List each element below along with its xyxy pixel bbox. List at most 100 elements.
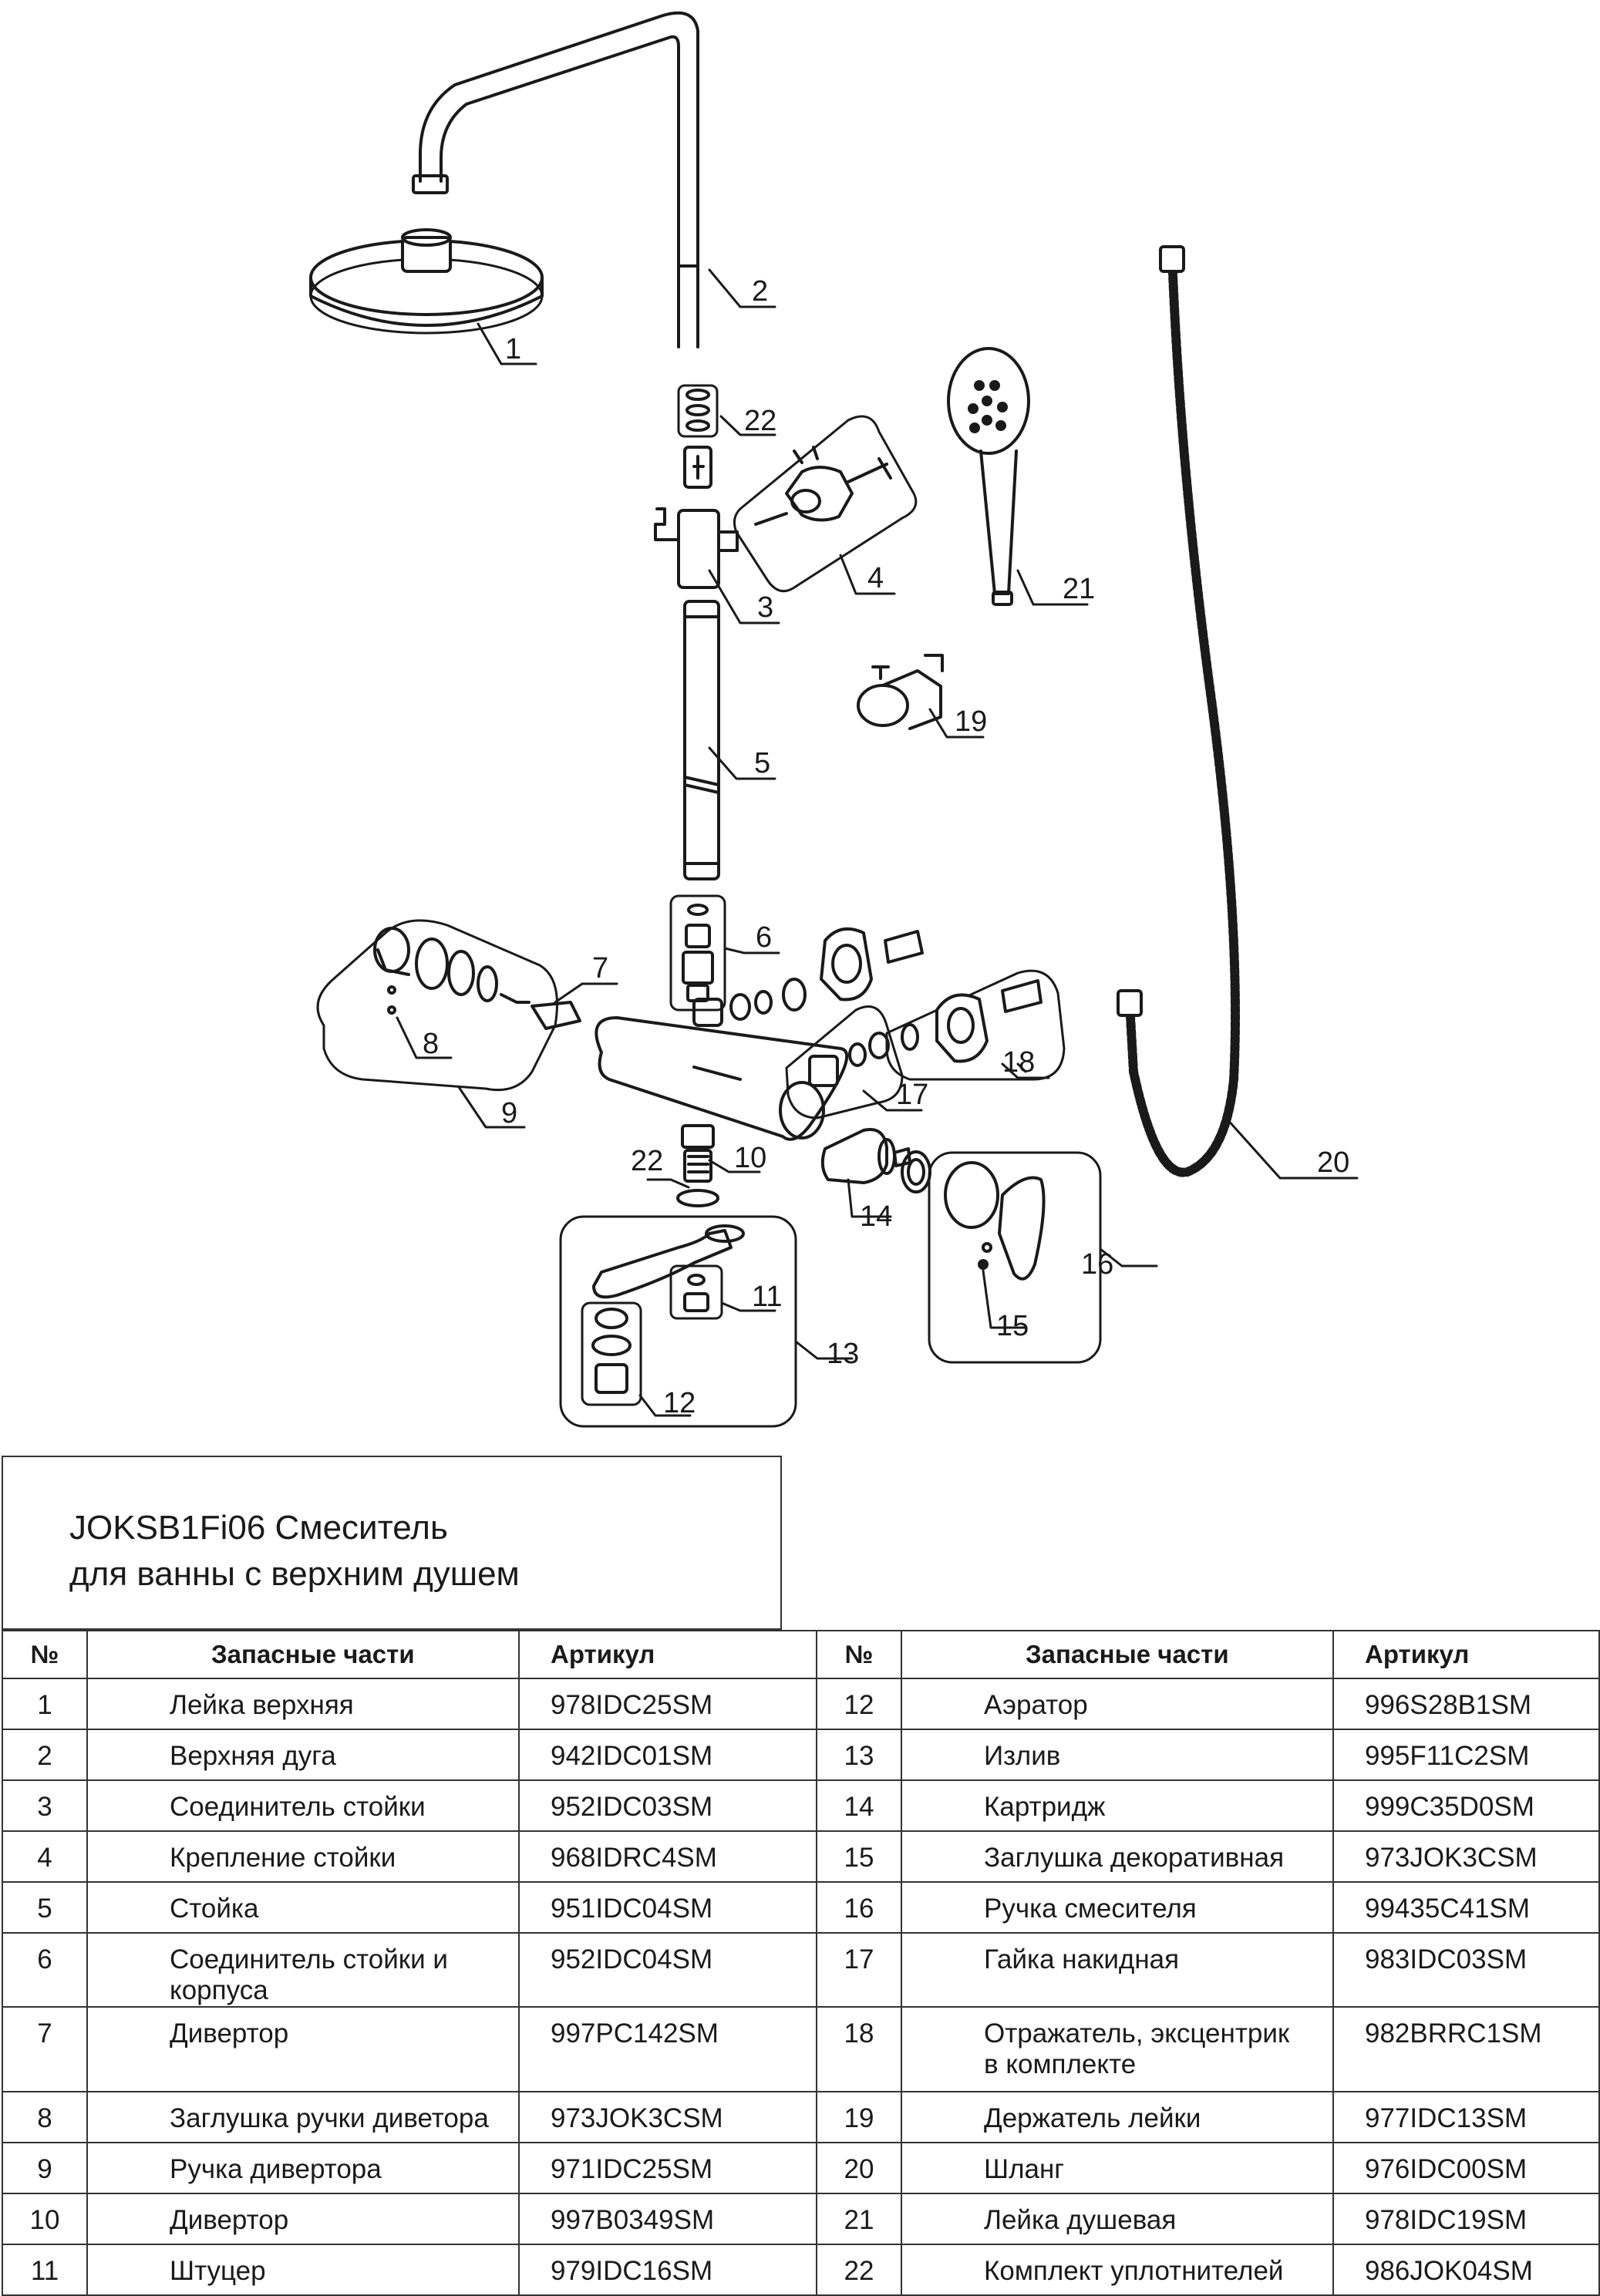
callout-11: 11 bbox=[752, 1281, 782, 1313]
part-article: 996S28B1SM bbox=[1332, 1678, 1600, 1730]
part-cartridge bbox=[820, 1128, 931, 1193]
part-name: Ручка смесителя bbox=[901, 1881, 1334, 1934]
part-mixer-body bbox=[595, 1016, 849, 1141]
callout-3: 3 bbox=[757, 591, 773, 624]
part-name-line: Отражатель, эксцентрик bbox=[984, 2018, 1290, 2049]
header-name-right: Запасные части bbox=[901, 1630, 1334, 1679]
part-number: 1 bbox=[2, 1678, 88, 1730]
part-eccentric-set bbox=[692, 927, 1066, 1119]
callout-10: 10 bbox=[734, 1142, 766, 1174]
part-mixer-handle-box bbox=[928, 1151, 1102, 1364]
product-title-line-1: JOKSB1Fi06 Смеситель bbox=[69, 1509, 448, 1547]
part-number: 21 bbox=[816, 2193, 902, 2245]
callout-17: 17 bbox=[896, 1079, 928, 1111]
spare-parts-table: № Запасные части Артикул № Запасные част… bbox=[2, 1630, 1600, 2296]
part-number: 19 bbox=[816, 2091, 902, 2143]
part-name-line: Ручка смесителя bbox=[984, 1894, 1197, 1924]
callout-12: 12 bbox=[663, 1387, 696, 1419]
part-article: 978IDC25SM bbox=[518, 1678, 817, 1730]
product-title-line-2: для ванны с верхним душем bbox=[69, 1555, 520, 1593]
part-article: 968IDRC4SM bbox=[518, 1830, 817, 1883]
callout-labels: 1 2 22 4 3 21 19 5 6 7 8 18 17 9 20 22 1… bbox=[423, 275, 1349, 1419]
part-article: 997PC142SM bbox=[518, 2006, 817, 2092]
header-article-left: Артикул bbox=[518, 1630, 817, 1679]
table-header-row: № Запасные части Артикул № Запасные част… bbox=[2, 1630, 1600, 1679]
header-num-right: № bbox=[816, 1630, 902, 1679]
part-name-line: Держатель лейки bbox=[984, 2103, 1201, 2133]
part-number: 12 bbox=[816, 1678, 902, 1730]
callout-4: 4 bbox=[867, 562, 884, 594]
part-name-line: Излив bbox=[984, 1741, 1061, 1771]
part-name-line: Картридж bbox=[984, 1792, 1106, 1822]
callout-2: 2 bbox=[752, 275, 768, 308]
part-article: 995F11C2SM bbox=[1332, 1729, 1600, 1781]
part-name: Заглушка ручки диветора bbox=[86, 2091, 520, 2143]
part-number: 18 bbox=[816, 2006, 902, 2092]
part-number: 14 bbox=[816, 1779, 902, 1832]
part-article: 997B0349SM bbox=[518, 2193, 817, 2245]
part-number: 5 bbox=[2, 1881, 88, 1934]
part-spout-box bbox=[559, 1215, 797, 1428]
part-number: 20 bbox=[816, 2142, 902, 2194]
part-column-bracket bbox=[733, 415, 918, 593]
part-number: 15 bbox=[816, 1830, 902, 1883]
part-article: 976IDC00SM bbox=[1332, 2142, 1600, 2194]
part-number: 22 bbox=[816, 2244, 902, 2296]
part-number: 8 bbox=[2, 2091, 88, 2143]
part-name-line: Комплект уплотнителей bbox=[984, 2256, 1284, 2286]
part-name: Соединитель стойки bbox=[86, 1779, 520, 1832]
part-article: 986JOK04SM bbox=[1332, 2244, 1600, 2296]
part-name: Соединитель стойки и корпуса bbox=[86, 1932, 520, 2008]
part-article: 978IDC19SM bbox=[1332, 2193, 1600, 2245]
part-name-line: Аэратор bbox=[984, 1690, 1088, 1720]
part-overhead-shower-head bbox=[309, 228, 544, 335]
title-box: JOKSB1Fi06 Смеситель для ванны с верхним… bbox=[2, 1456, 782, 1630]
part-name: Излив bbox=[901, 1729, 1334, 1781]
callout-5: 5 bbox=[754, 747, 770, 779]
part-number: 17 bbox=[816, 1932, 902, 2008]
part-seal-set-top bbox=[677, 384, 719, 438]
part-diverter-lower bbox=[676, 1124, 719, 1207]
callout-20: 20 bbox=[1317, 1146, 1349, 1179]
part-number: 6 bbox=[2, 1932, 88, 2008]
part-name: Картридж bbox=[901, 1779, 1334, 1832]
callout-6: 6 bbox=[756, 921, 772, 954]
callout-22-top: 22 bbox=[744, 405, 776, 437]
part-name: Крепление стойки bbox=[86, 1830, 520, 1883]
product-title: JOKSB1Fi06 Смеситель для ванны с верхним… bbox=[69, 1505, 520, 1597]
callout-13: 13 bbox=[827, 1338, 859, 1370]
part-name-line: Гайка накидная bbox=[984, 1944, 1180, 1974]
part-article: 982BRRC1SM bbox=[1332, 2006, 1600, 2092]
part-name: Шланг bbox=[901, 2142, 1334, 2194]
part-number: 4 bbox=[2, 1830, 88, 1883]
part-article: 983IDC03SM bbox=[1332, 1932, 1600, 2008]
header-num-left: № bbox=[2, 1630, 88, 1679]
callout-7: 7 bbox=[592, 952, 608, 985]
header-name-left: Запасные части bbox=[86, 1630, 520, 1679]
part-name: Верхняя дуга bbox=[86, 1729, 520, 1781]
part-top-arm bbox=[412, 11, 699, 348]
part-article: 951IDC04SM bbox=[518, 1881, 817, 1934]
part-name: Аэратор bbox=[901, 1678, 1334, 1730]
part-number: 11 bbox=[2, 2244, 88, 2296]
part-name: Стойка bbox=[86, 1881, 520, 1934]
part-name: Комплект уплотнителей bbox=[901, 2244, 1334, 2296]
part-number: 10 bbox=[2, 2193, 88, 2245]
part-name: Ручка дивертора bbox=[86, 2142, 520, 2194]
part-name-line: Заглушка декоративная bbox=[984, 1843, 1285, 1873]
part-hand-shower-holder bbox=[857, 654, 944, 730]
part-article: 973JOK3CSM bbox=[1332, 1830, 1600, 1883]
part-number: 2 bbox=[2, 1729, 88, 1781]
part-article: 971IDC25SM bbox=[518, 2142, 817, 2194]
callout-19: 19 bbox=[955, 705, 987, 738]
part-article: 973JOK3CSM bbox=[518, 2091, 817, 2143]
